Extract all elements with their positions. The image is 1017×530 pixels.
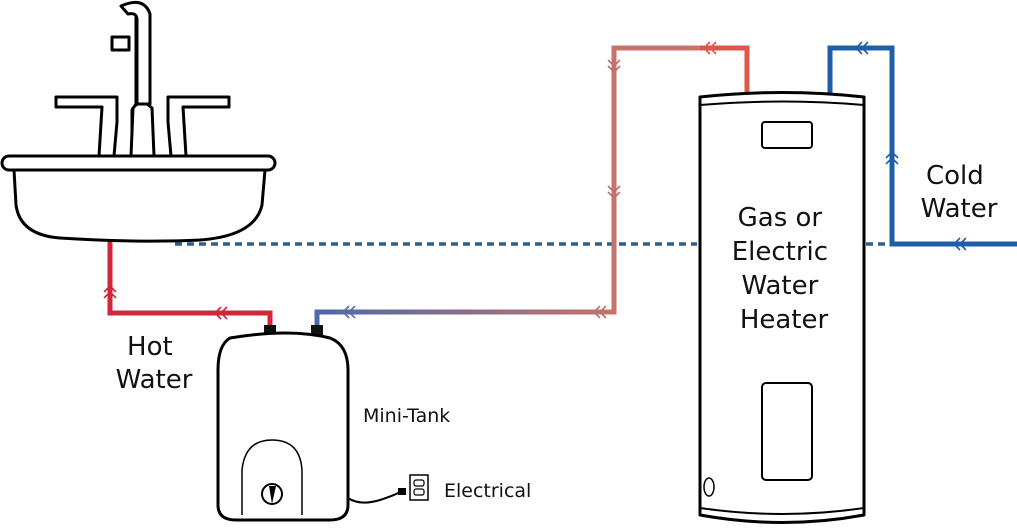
cold-water-line xyxy=(827,45,1017,247)
flow-arrow-icon xyxy=(103,284,228,320)
water-heater-icon xyxy=(698,91,866,524)
cold-water-label: Cold Water xyxy=(921,161,998,224)
heater-outlet-line xyxy=(700,45,750,95)
power-cord xyxy=(347,491,401,504)
flow-arrow-icon xyxy=(854,41,967,251)
sink-faucet-icon xyxy=(0,0,277,243)
flow-arrow-icon xyxy=(341,305,356,319)
electrical-outlet-icon xyxy=(409,474,429,501)
mini-tank-label: Mini-Tank xyxy=(363,405,450,427)
supply-line-recirc xyxy=(314,309,614,330)
hot-water-label: Hot Water xyxy=(116,332,193,395)
flow-arrow-icon xyxy=(702,41,717,55)
flow-arrow-icon xyxy=(592,59,621,319)
hot-water-line xyxy=(107,240,273,330)
electrical-label: Electrical xyxy=(444,480,531,502)
mini-tank-heater-icon xyxy=(216,325,406,522)
water-heater-label: Gas or Electric Water Heater xyxy=(732,203,837,335)
